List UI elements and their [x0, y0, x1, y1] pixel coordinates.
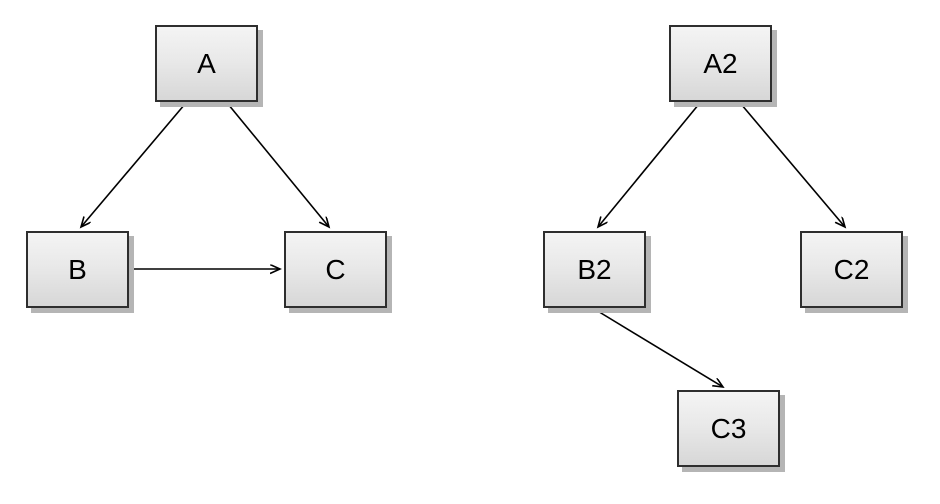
node-b: B: [26, 231, 129, 308]
node-a2-label: A2: [703, 47, 738, 79]
node-c: C: [284, 231, 387, 308]
node-b2-label: B2: [577, 253, 612, 285]
node-c-label: C: [325, 253, 346, 285]
node-b2: B2: [543, 231, 646, 308]
node-c3: C3: [677, 390, 780, 467]
edge-a2-c2: [740, 103, 845, 227]
edge-a-b: [81, 103, 186, 227]
node-a: A: [155, 25, 258, 102]
edge-b2-c3: [595, 309, 723, 387]
node-a2: A2: [669, 25, 772, 102]
node-c2: C2: [800, 231, 903, 308]
edge-a2-b2: [598, 103, 700, 227]
node-c3-label: C3: [710, 412, 747, 444]
node-a-label: A: [197, 47, 216, 79]
node-c2-label: C2: [833, 253, 870, 285]
edge-a-c: [227, 103, 329, 227]
node-b-label: B: [68, 253, 87, 285]
